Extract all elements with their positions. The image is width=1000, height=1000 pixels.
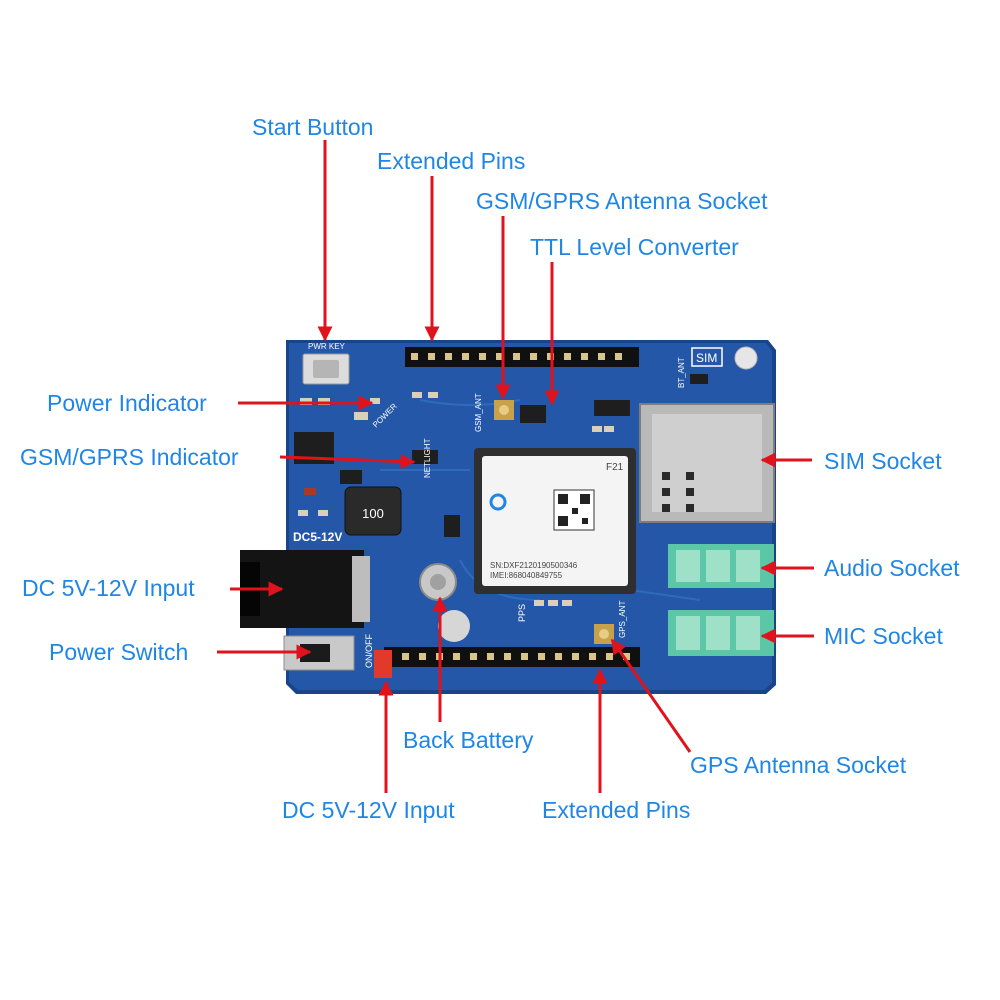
extended-pins-top xyxy=(405,347,639,367)
inductor: 100 xyxy=(344,486,402,536)
audio-socket-component xyxy=(668,544,774,588)
sim-socket-component xyxy=(639,403,775,523)
dc-input-jumper xyxy=(374,650,392,678)
label-back-battery: Back Battery xyxy=(403,727,534,753)
arrow-gsm-indicator xyxy=(279,454,416,469)
callout-arrows xyxy=(217,140,814,793)
inductor-label: 100 xyxy=(362,506,384,521)
gsm-module: SN:DXF2120190500346 IMEI:868040849755 F2… xyxy=(474,448,636,594)
label-ttl-level-converter: TTL Level Converter xyxy=(530,234,739,260)
label-power-switch: Power Switch xyxy=(49,639,189,665)
extended-pins-bottom xyxy=(384,647,640,667)
label-sim-socket: SIM Socket xyxy=(824,448,942,474)
gps-antenna-socket-component xyxy=(594,624,614,644)
module-imei: IMEI:868040849755 xyxy=(490,571,563,580)
label-extended-pins-top: Extended Pins xyxy=(377,148,526,174)
arrow-gps-antenna xyxy=(610,638,692,753)
power-switch-component xyxy=(283,635,355,671)
silk-bt-ant: BT_ANT xyxy=(677,357,686,388)
label-power-indicator: Power Indicator xyxy=(47,390,207,416)
back-battery xyxy=(419,563,470,642)
silk-gps-ant: GPS_ANT xyxy=(618,601,627,638)
label-gsm-gprs-indicator: GSM/GPRS Indicator xyxy=(20,444,239,470)
gsm-antenna-socket-component xyxy=(494,400,514,420)
silk-pwr-key: PWR KEY xyxy=(308,342,346,351)
label-gsm-gprs-antenna-socket: GSM/GPRS Antenna Socket xyxy=(476,188,768,214)
label-start-button: Start Button xyxy=(252,114,374,140)
label-audio-socket: Audio Socket xyxy=(824,555,960,581)
mic-socket-component xyxy=(668,610,774,656)
silk-pps: PPS xyxy=(517,604,527,622)
silk-sim: SIM xyxy=(696,351,717,365)
silk-netlight: NETLIGHT xyxy=(423,438,432,478)
label-dc-input-left: DC 5V-12V Input xyxy=(22,575,195,601)
label-gps-antenna-socket: GPS Antenna Socket xyxy=(690,752,907,778)
smd-components xyxy=(294,374,708,606)
start-button-component xyxy=(302,353,350,385)
silk-gsm-ant: GSM_ANT xyxy=(474,393,483,432)
silk-dc-range: DC5-12V xyxy=(293,530,342,544)
module-model: F21 xyxy=(606,462,624,473)
label-mic-socket: MIC Socket xyxy=(824,623,943,649)
label-extended-pins-bottom: Extended Pins xyxy=(542,797,691,823)
module-sn: SN:DXF2120190500346 xyxy=(490,561,578,570)
silk-on-off: ON/OFF xyxy=(364,634,374,668)
label-dc-input-bottom: DC 5V-12V Input xyxy=(282,797,455,823)
